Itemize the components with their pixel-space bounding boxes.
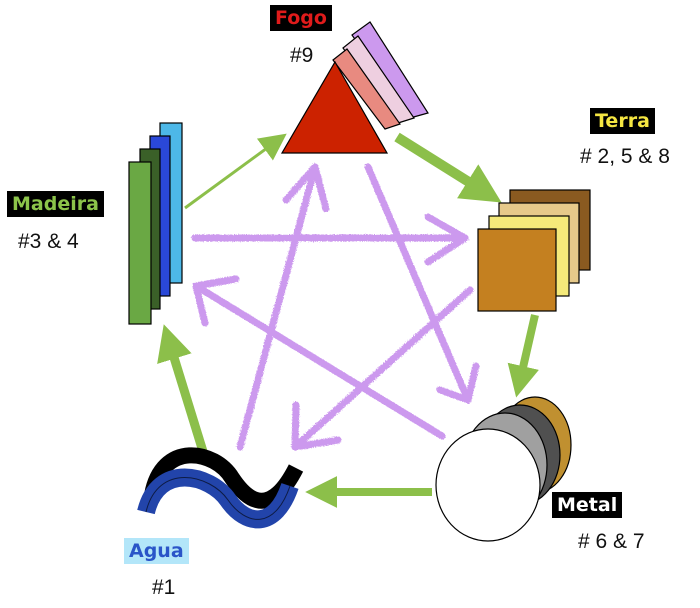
controlling-cycle-arrows [191,163,480,451]
green-arrow-earth-to-metal [507,314,539,398]
earth-label: Terra [590,108,655,134]
wood-label: Madeira [7,191,104,217]
wood-bars-icon [128,122,183,325]
metal-numbers: # 6 & 7 [578,530,645,553]
green-arrow-water-to-wood [157,324,210,460]
fire-triangles-icon [280,21,429,154]
purple-arrow-earth-to-water [291,286,474,451]
metal-discs-icon [435,396,572,542]
fire-numbers: #9 [290,44,314,67]
earth-numbers: # 2, 5 & 8 [580,145,670,168]
fire-label: Fogo [270,5,332,31]
water-wave-icon [137,447,304,529]
purple-arrow-metal-to-wood [192,275,446,440]
green-arrow-fire-to-earth [394,132,502,203]
generating-cycle-arrows [157,132,539,508]
green-arrow-wood-to-fire [184,133,287,210]
purple-arrow-fire-to-metal [364,163,480,404]
earth-squares-icon [477,189,591,312]
water-label: Agua [124,538,189,564]
purple-arrow-water-to-fire [236,163,330,451]
water-numbers: #1 [152,576,176,599]
wood-numbers: #3 & 4 [18,230,79,253]
purple-arrow-wood-to-earth [191,213,469,266]
metal-label: Metal [552,492,623,518]
